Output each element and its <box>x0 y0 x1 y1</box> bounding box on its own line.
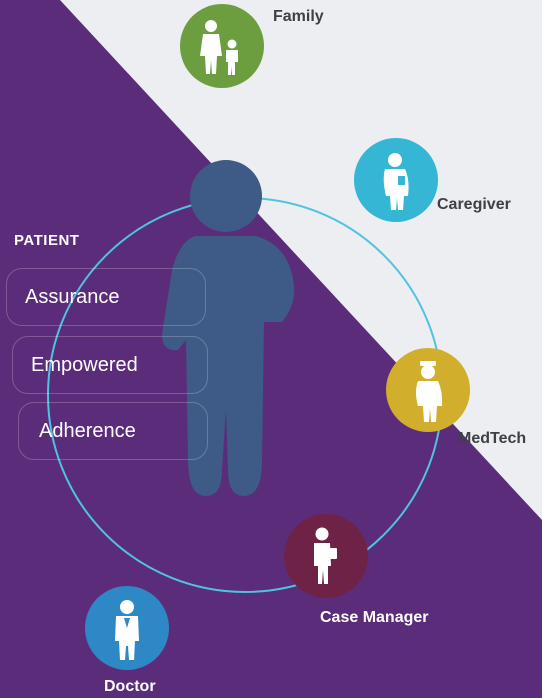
case-manager-icon <box>314 527 337 584</box>
doctor-icon <box>115 600 139 660</box>
medtech-node[interactable] <box>386 348 470 432</box>
doctor-node[interactable] <box>85 586 169 670</box>
family-icon <box>200 20 238 75</box>
nurse-icon <box>416 361 443 422</box>
caregiver-icon <box>383 153 409 210</box>
family-node[interactable] <box>180 4 264 88</box>
caregiver-node[interactable] <box>354 138 438 222</box>
case-manager-node[interactable] <box>284 514 368 598</box>
patient-figure <box>162 160 295 496</box>
